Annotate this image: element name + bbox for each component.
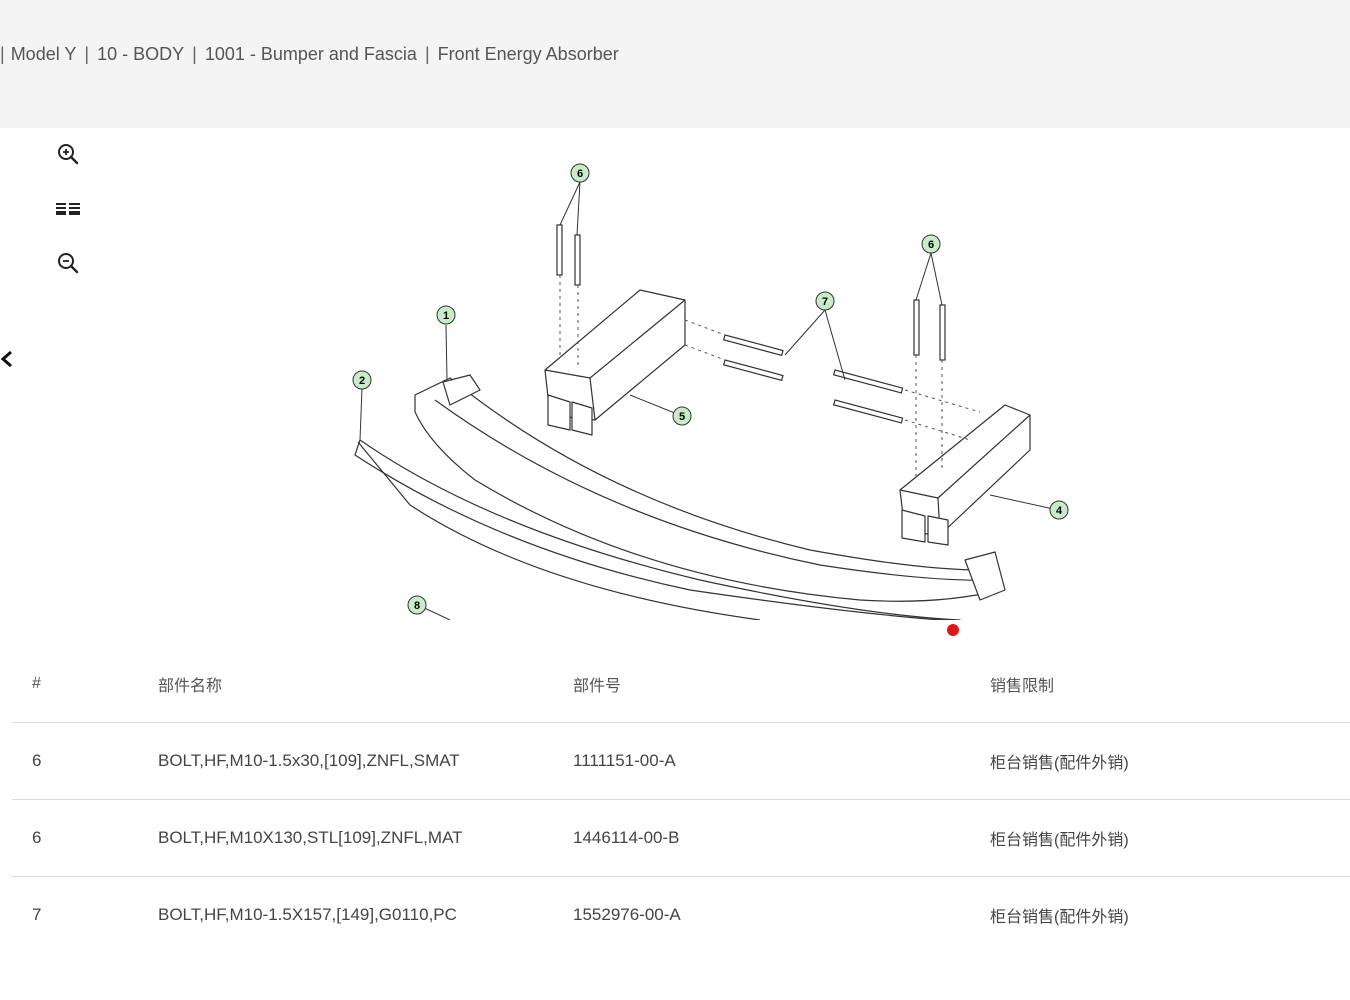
zoom-out-button[interactable]: [54, 249, 82, 277]
row-number: 6: [32, 751, 42, 770]
row-number: 7: [32, 905, 42, 924]
zoom-out-icon: [58, 253, 79, 274]
fascia-lower: [354, 439, 961, 620]
fit-view-button[interactable]: [54, 195, 82, 223]
callout-5[interactable]: 5: [672, 406, 692, 426]
svg-text:7: 7: [822, 296, 828, 308]
header-sales-restriction: 销售限制: [990, 677, 1055, 695]
row-sales-restriction: 柜台销售(配件外销): [990, 832, 1129, 849]
zoom-in-icon: [58, 144, 79, 165]
header-part-name: 部件名称: [158, 677, 223, 695]
breadcrumb-subgroup[interactable]: 1001 - Bumper and Fascia: [204, 43, 417, 64]
svg-text:4: 4: [1056, 505, 1063, 517]
table-row[interactable]: 6 BOLT,HF,M10-1.5x30,[109],ZNFL,SMAT 111…: [12, 723, 1350, 800]
svg-text:5: 5: [679, 411, 685, 423]
row-sales-restriction: 柜台销售(配件外销): [990, 755, 1129, 772]
callout-6-right[interactable]: 6: [921, 234, 941, 254]
callout-1[interactable]: 1: [436, 305, 456, 325]
zoom-in-button[interactable]: [54, 140, 82, 168]
row-number: 6: [32, 828, 42, 847]
table-header-row: # 部件名称 部件号 销售限制: [12, 645, 1350, 723]
row-part-number: 1111151-00-A: [573, 751, 676, 770]
fit-view-icon: [56, 203, 80, 215]
parts-diagram[interactable]: 6 6 1 2 7 5 4 8: [340, 150, 1070, 620]
row-part-name: BOLT,HF,M10-1.5X157,[149],G0110,PC: [158, 905, 457, 924]
callout-2[interactable]: 2: [352, 370, 372, 390]
callout-4[interactable]: 4: [1049, 500, 1069, 520]
page-header: | Model Y | 10 - BODY | 1001 - Bumper an…: [0, 0, 1350, 128]
breadcrumb-group[interactable]: 10 - BODY: [97, 43, 185, 64]
breadcrumb-separator: |: [0, 43, 5, 64]
callout-7[interactable]: 7: [815, 291, 835, 311]
breadcrumb-current: Front Energy Absorber: [437, 43, 619, 64]
parts-table: # 部件名称 部件号 销售限制 6 BOLT,HF,M10-1.5x30,[10…: [12, 645, 1350, 953]
chevron-left-icon: [0, 350, 12, 368]
header-part-number: 部件号: [573, 677, 622, 695]
breadcrumb: | Model Y | 10 - BODY | 1001 - Bumper an…: [0, 42, 619, 66]
callout-6-left[interactable]: 6: [570, 163, 590, 183]
svg-text:2: 2: [359, 375, 365, 387]
breadcrumb-separator: |: [84, 43, 90, 64]
row-part-name: BOLT,HF,M10X130,STL[109],ZNFL,MAT: [158, 828, 463, 847]
hotspot-marker[interactable]: [947, 624, 959, 636]
row-part-name: BOLT,HF,M10-1.5x30,[109],ZNFL,SMAT: [158, 751, 460, 770]
row-part-number: 1552976-00-A: [573, 905, 681, 924]
svg-text:8: 8: [414, 600, 420, 612]
table-row[interactable]: 7 BOLT,HF,M10-1.5X157,[149],G0110,PC 155…: [12, 877, 1350, 953]
breadcrumb-model[interactable]: Model Y: [10, 43, 77, 64]
header-number: #: [32, 674, 41, 692]
callout-8[interactable]: 8: [407, 595, 427, 615]
svg-text:1: 1: [443, 310, 449, 322]
breadcrumb-separator: |: [192, 43, 197, 64]
collapse-sidebar-button[interactable]: [0, 348, 16, 372]
table-row[interactable]: 6 BOLT,HF,M10X130,STL[109],ZNFL,MAT 1446…: [12, 800, 1350, 877]
breadcrumb-separator: |: [424, 43, 430, 64]
row-sales-restriction: 柜台销售(配件外销): [990, 909, 1129, 926]
svg-text:6: 6: [577, 168, 583, 180]
row-part-number: 1446114-00-B: [573, 828, 680, 847]
svg-text:6: 6: [928, 239, 934, 251]
